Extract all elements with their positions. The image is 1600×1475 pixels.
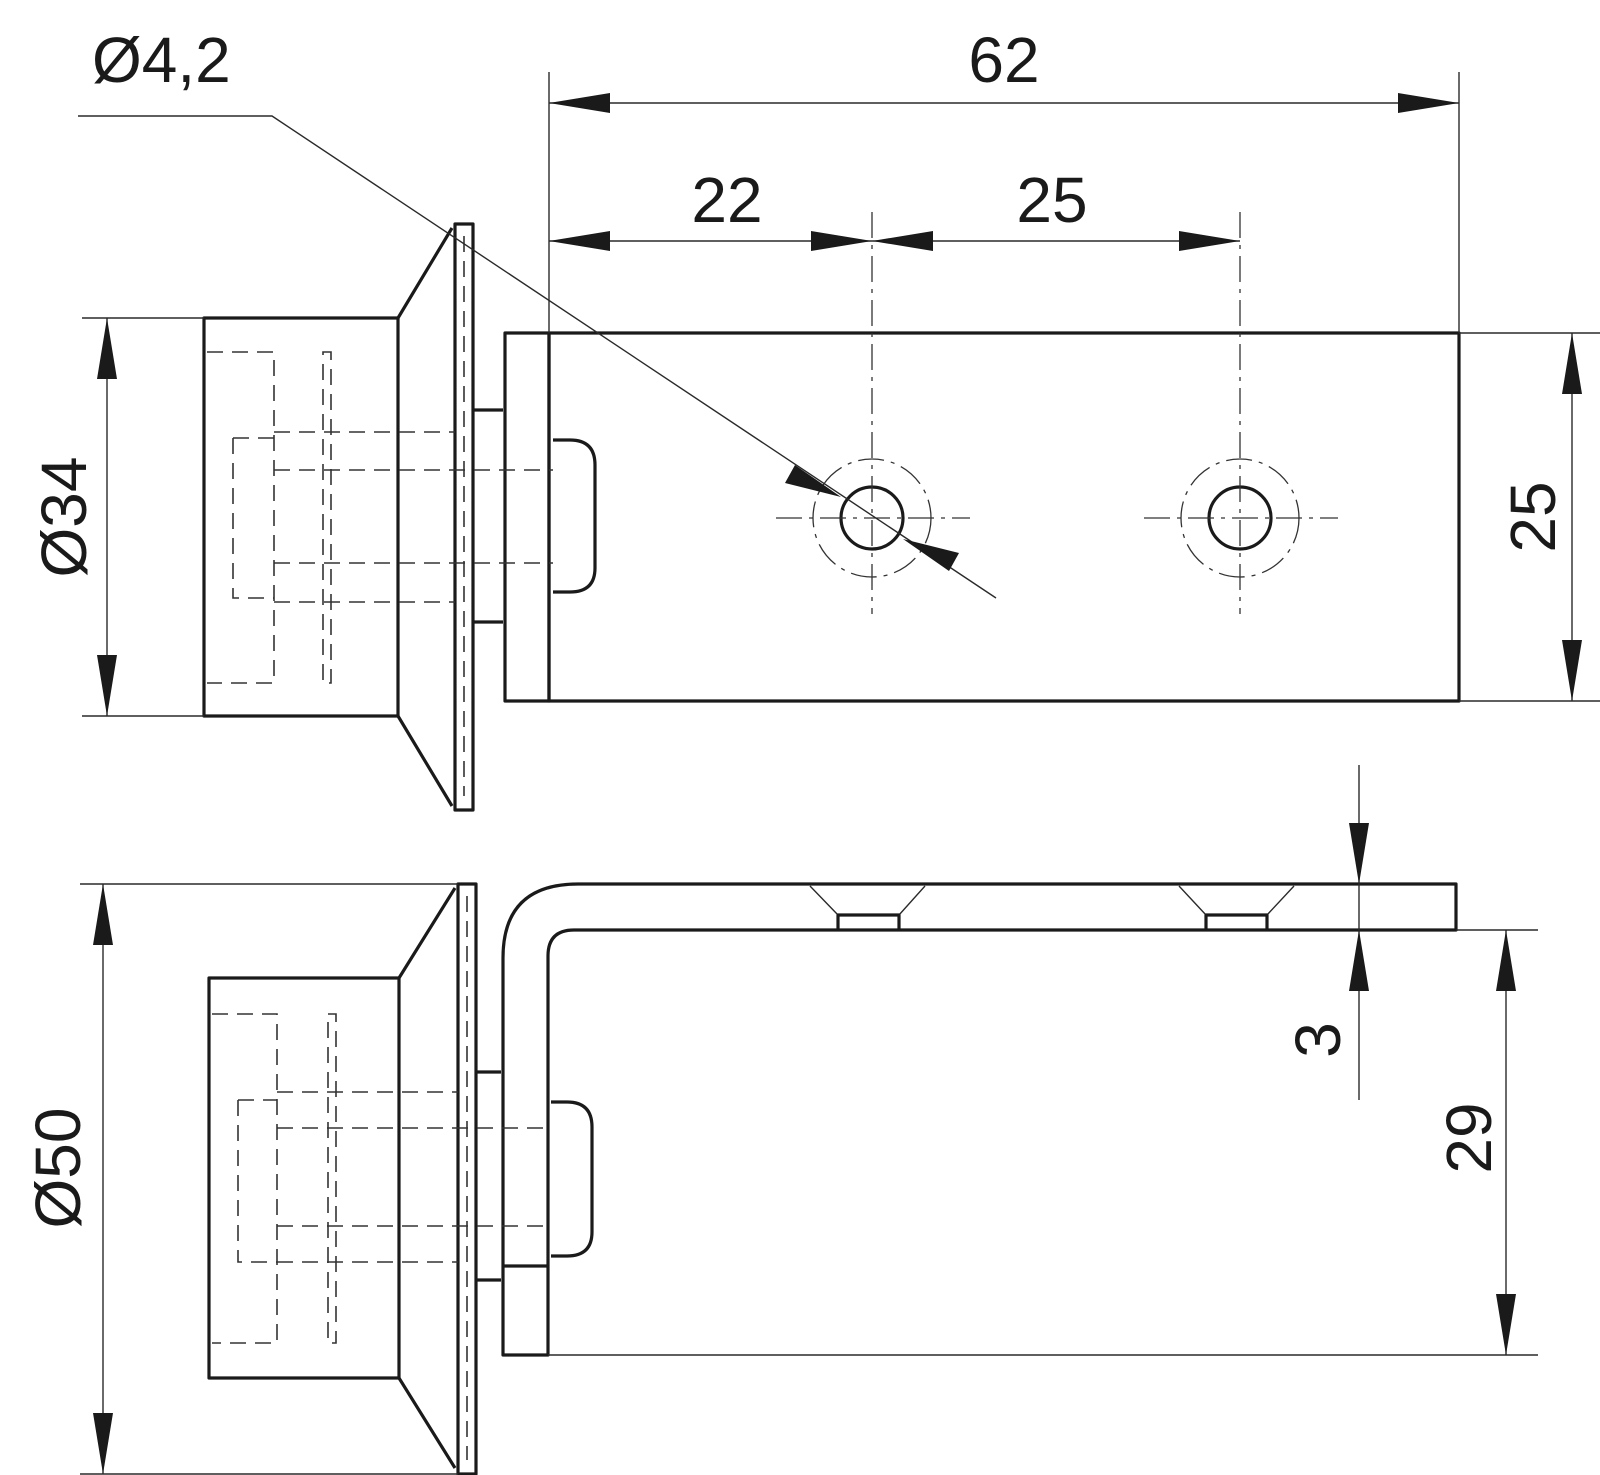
side-bent-sheet: [501, 882, 1458, 1357]
hole-diameter-leader: [78, 115, 997, 599]
side-notch: [551, 1100, 594, 1258]
top-flange-disc: [453, 222, 475, 812]
side-cylinder-body: [207, 976, 401, 1380]
label-sheet-thickness: 3: [1282, 1022, 1354, 1058]
label-small-flange-diameter: Ø34: [28, 457, 100, 578]
side-view: [207, 882, 1458, 1475]
label-bracket-width: 25: [1497, 481, 1569, 552]
top-plate: [547, 331, 1461, 703]
label-hole-spacing: 25: [1016, 164, 1087, 236]
label-hole-diameter: Ø4,2: [92, 24, 231, 96]
label-first-hole-offset: 22: [691, 164, 762, 236]
top-hidden-lines: [207, 351, 553, 684]
top-view: [202, 212, 1461, 812]
side-cone-flange: [397, 887, 457, 1469]
side-stub: [476, 1070, 501, 1282]
top-stub: [473, 408, 503, 624]
side-hidden-lines: [212, 1013, 551, 1344]
label-overall-length: 62: [968, 24, 1039, 96]
dimension-labels: Ø4,2 62 22 25 Ø34 25 Ø50 3 29: [22, 24, 1569, 1228]
top-bent-edge: [503, 331, 551, 703]
label-large-flange-diameter: Ø50: [22, 1108, 94, 1229]
hole-2: [1144, 212, 1338, 614]
hole-1: [776, 212, 970, 614]
side-flange-disc: [456, 882, 478, 1475]
dimension-lines: [78, 72, 1600, 1475]
side-countersinks: [809, 885, 1295, 930]
label-bracket-height: 29: [1433, 1102, 1505, 1173]
top-cylinder-body: [202, 316, 400, 718]
top-cone-flange: [396, 227, 454, 807]
top-notch: [553, 438, 597, 594]
